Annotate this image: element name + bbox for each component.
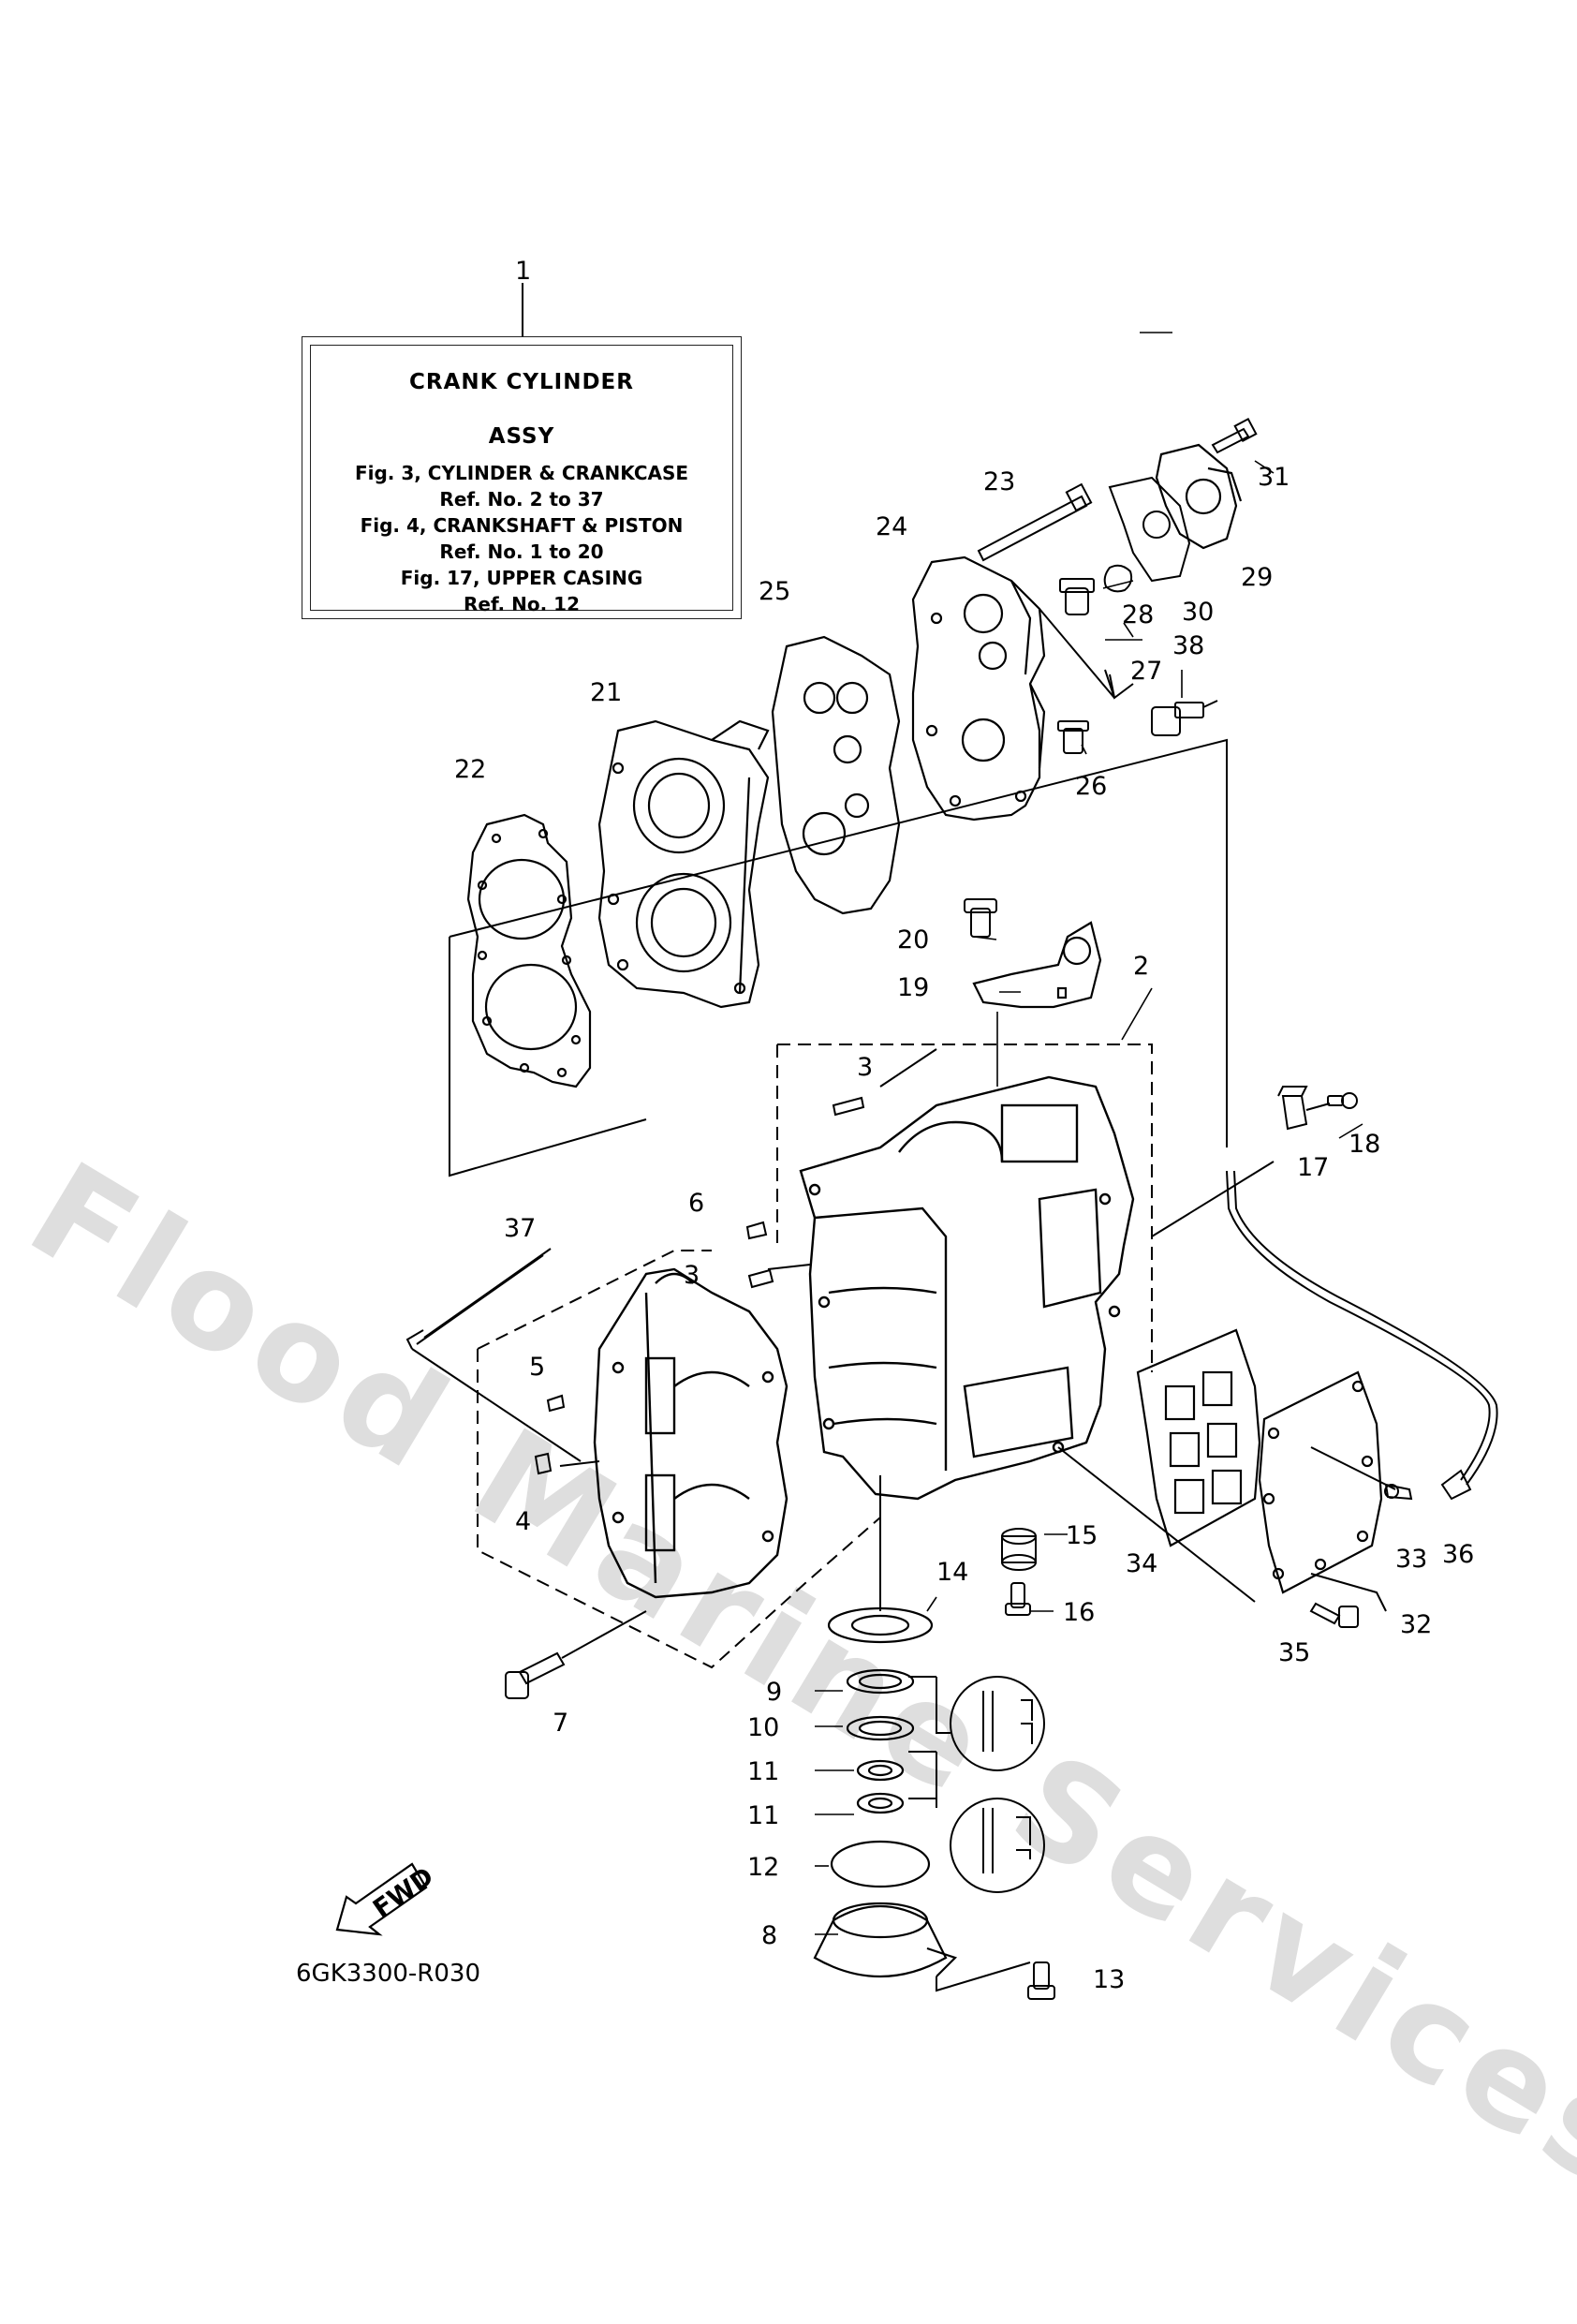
grommet-and-bolt bbox=[1001, 1528, 1037, 1616]
part-number: 28 bbox=[1122, 600, 1154, 629]
cylinder-head-gasket bbox=[466, 813, 592, 1088]
info-line: Fig. 3, CYLINDER & CRANKCASE bbox=[354, 462, 689, 484]
thermostat-cover bbox=[1155, 443, 1243, 550]
cover-bolt bbox=[1211, 417, 1258, 454]
part-number: 27 bbox=[1130, 657, 1162, 686]
info-line: Fig. 17, UPPER CASING bbox=[400, 567, 643, 589]
bracket-bolt bbox=[964, 898, 997, 938]
part-number: 31 bbox=[1258, 463, 1290, 492]
cylinder-block bbox=[799, 1075, 1135, 1501]
part-number: 25 bbox=[759, 577, 790, 606]
part-number: 12 bbox=[747, 1853, 779, 1882]
assembly-info-inner: CRANK CYLINDER ASSY Fig. 3, CYLINDER & C… bbox=[310, 345, 733, 615]
part-number: 11 bbox=[747, 1757, 779, 1786]
breather-hose bbox=[1226, 1170, 1498, 1501]
part-number: 9 bbox=[766, 1678, 782, 1707]
part-number: 21 bbox=[590, 678, 622, 707]
part-number: 11 bbox=[747, 1801, 779, 1830]
part-number: 15 bbox=[1066, 1521, 1098, 1550]
thermo-sensor bbox=[1151, 700, 1218, 736]
assembly-subtitle: ASSY bbox=[488, 424, 555, 449]
hose-nipple bbox=[1384, 1483, 1413, 1501]
oil-seal-housing-parts bbox=[813, 1606, 958, 1977]
diagram-code: 6GK3300-R030 bbox=[296, 1960, 480, 1988]
cylinder-head bbox=[597, 719, 770, 1009]
part-number: 1 bbox=[515, 257, 531, 286]
part-number: 2 bbox=[1133, 952, 1149, 981]
info-line: Fig. 4, CRANKSHAFT & PISTON bbox=[360, 514, 684, 537]
water-jacket-cover bbox=[911, 555, 1046, 822]
part-number: 22 bbox=[454, 755, 486, 784]
part-number: 37 bbox=[504, 1214, 536, 1243]
part-number: 8 bbox=[761, 1921, 777, 1950]
part-number: 4 bbox=[515, 1507, 531, 1536]
part-number: 38 bbox=[1172, 631, 1204, 660]
drain-plug bbox=[1059, 564, 1133, 615]
fwd-arrow-icon bbox=[335, 1862, 428, 1936]
housing-bolt bbox=[1027, 1961, 1055, 2000]
info-line: Ref. No. 1 to 20 bbox=[439, 540, 604, 563]
part-number: 13 bbox=[1093, 1965, 1125, 1994]
part-number: 32 bbox=[1400, 1610, 1432, 1639]
exhaust-bolt bbox=[1309, 1602, 1359, 1628]
part-number: 29 bbox=[1241, 563, 1273, 592]
clip-and-screw bbox=[1277, 1086, 1358, 1131]
part-number: 35 bbox=[1278, 1638, 1310, 1667]
part-number: 16 bbox=[1063, 1598, 1095, 1627]
part-number: 3 bbox=[684, 1261, 700, 1290]
crankcase bbox=[593, 1267, 788, 1599]
seal-detail-circles bbox=[950, 1676, 1045, 1893]
part-number: 19 bbox=[897, 973, 929, 1002]
thermostat-gasket bbox=[1108, 476, 1191, 583]
part-number: 7 bbox=[553, 1709, 568, 1738]
part-number: 5 bbox=[529, 1353, 545, 1382]
part-number: 24 bbox=[876, 512, 907, 541]
part-number: 10 bbox=[747, 1713, 779, 1742]
part-number: 30 bbox=[1182, 598, 1214, 627]
part-number: 14 bbox=[936, 1558, 968, 1587]
dowel-pin bbox=[534, 1096, 865, 1475]
part-number: 17 bbox=[1297, 1153, 1329, 1182]
part-number: 20 bbox=[897, 925, 929, 955]
part-number: 36 bbox=[1442, 1540, 1474, 1569]
info-line: Ref. No. 12 bbox=[463, 593, 580, 615]
exhaust-cover bbox=[1258, 1370, 1383, 1594]
assembly-info-box: CRANK CYLINDER ASSY Fig. 3, CYLINDER & C… bbox=[302, 336, 742, 619]
long-bolt bbox=[977, 482, 1093, 562]
part-number: 34 bbox=[1126, 1549, 1157, 1578]
info-line: Ref. No. 2 to 37 bbox=[439, 488, 604, 511]
part-number-labels: 1 2 3 3 4 5 6 7 8 9 10 11 11 12 13 14 15… bbox=[454, 257, 1474, 1994]
exhaust-cover-gasket bbox=[1136, 1328, 1261, 1547]
part-number: 18 bbox=[1349, 1130, 1380, 1159]
crankcase-bolt bbox=[505, 1651, 566, 1699]
part-number: 3 bbox=[857, 1053, 873, 1082]
small-bolt bbox=[1057, 720, 1089, 754]
engine-bracket bbox=[972, 921, 1102, 1009]
part-number: 33 bbox=[1395, 1545, 1427, 1574]
part-number: 6 bbox=[688, 1189, 704, 1218]
assembly-title: CRANK CYLINDER bbox=[409, 370, 634, 394]
part-number: 26 bbox=[1075, 772, 1107, 801]
water-cover-gasket bbox=[771, 635, 901, 915]
part-number: 23 bbox=[983, 467, 1015, 496]
